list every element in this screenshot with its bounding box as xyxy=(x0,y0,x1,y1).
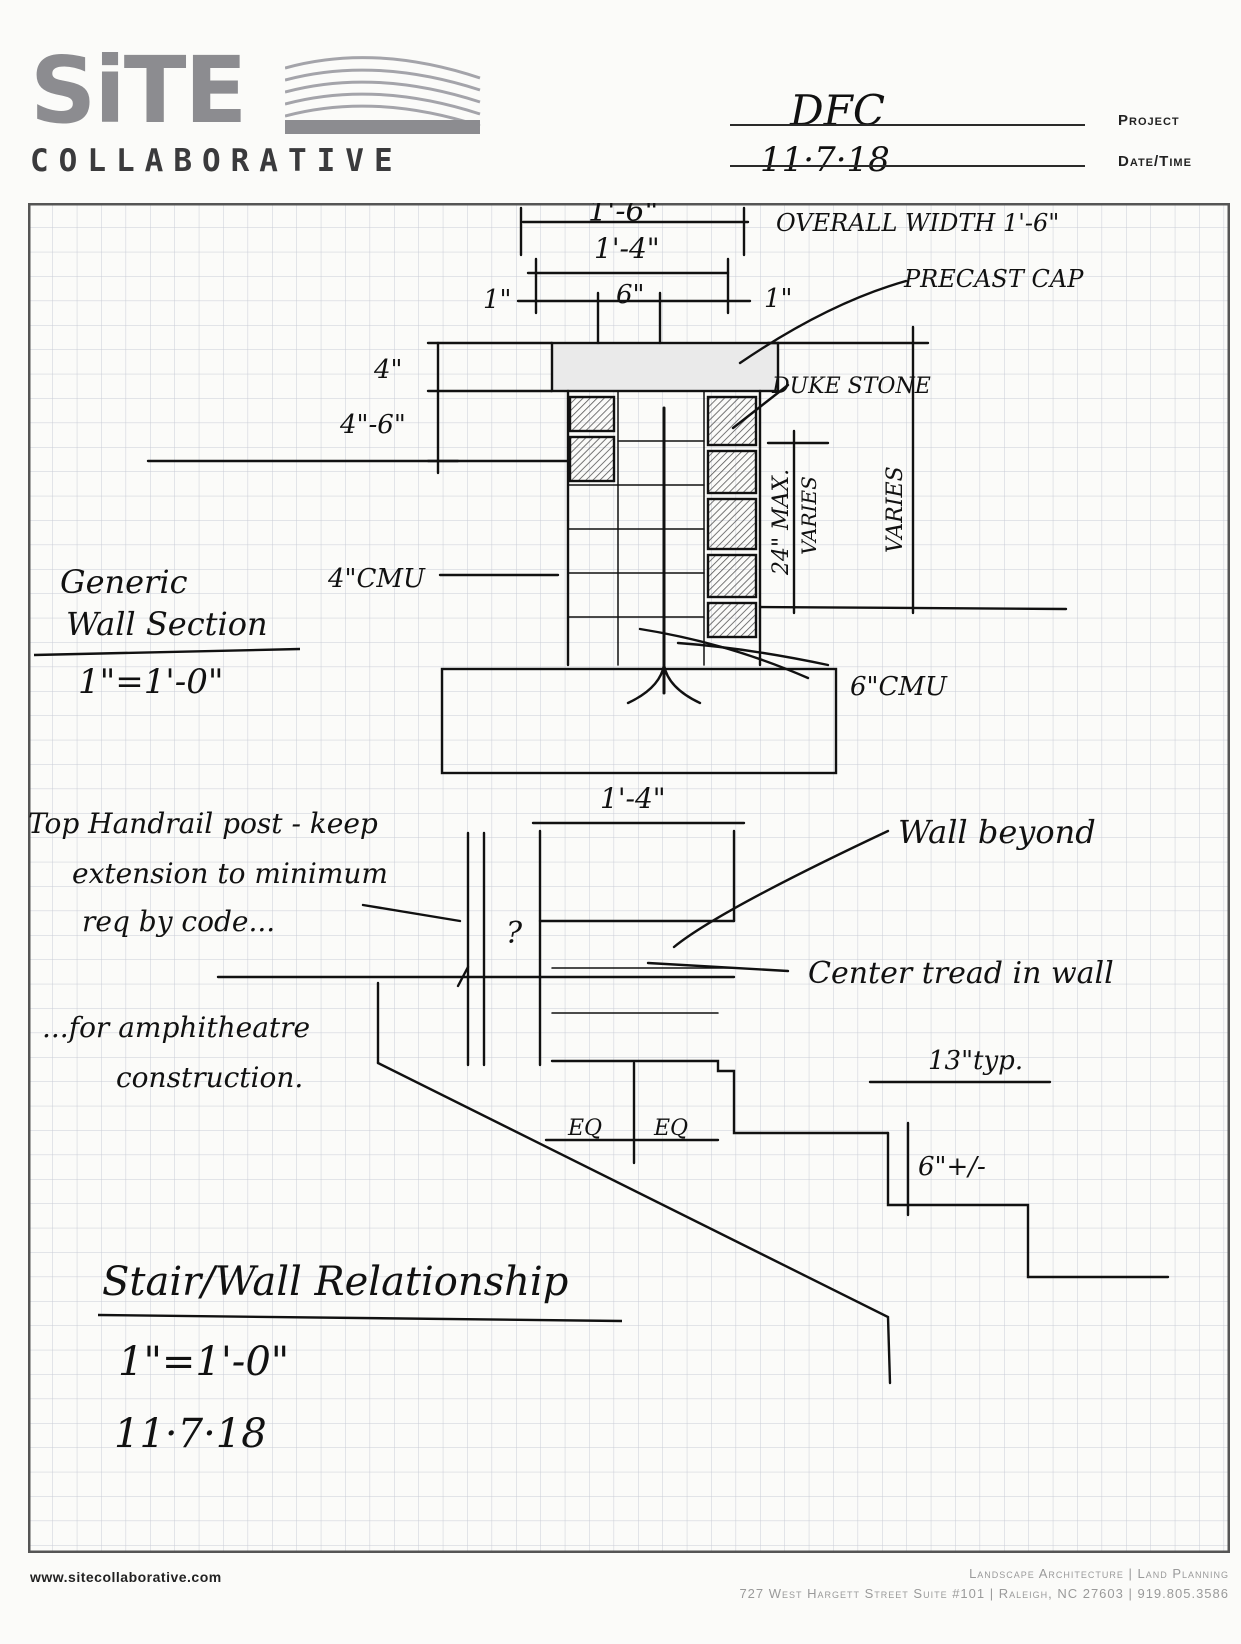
logo-swoosh-icon xyxy=(285,56,481,134)
cmu4-label: 4"CMU xyxy=(327,564,426,594)
stair-wall-title-underline xyxy=(97,1313,623,1323)
left-edge-dim: 1" xyxy=(483,285,512,315)
overall-width-note: OVERALL WIDTH 1'-6" xyxy=(776,209,1059,237)
wall-section-title-underline xyxy=(33,647,301,657)
logo-wordmark: SiTE xyxy=(30,37,247,144)
stair-wall-date: 11·7·18 xyxy=(114,1411,267,1457)
website-url[interactable]: www.sitecollaborative.com xyxy=(30,1569,222,1585)
cap-height-dim-2: 4"-6" xyxy=(339,410,406,440)
right-edge-dim: 1" xyxy=(764,284,793,314)
stair-wall-title: Stair/Wall Relationship xyxy=(102,1259,568,1305)
center-tread-note: Center tread in wall xyxy=(808,956,1114,991)
grid-paper xyxy=(28,203,1230,1553)
handrail-note-1: Top Handrail post - keep xyxy=(28,807,378,840)
title-header: SiTE COLLABORATIVE DFC Project 11·7·18 D… xyxy=(0,0,1241,205)
wall-section-scale: 1"=1'-0" xyxy=(78,662,224,702)
eq-dim-1: EQ xyxy=(567,1116,602,1141)
stair-inner-dim: 1'-4" xyxy=(600,782,666,815)
logo-subword: COLLABORATIVE xyxy=(30,143,403,179)
wall-section-title-1: Generic xyxy=(60,563,188,601)
overall-dim-label: 1'-6" xyxy=(588,203,658,229)
wall-section-drawing xyxy=(146,206,1068,775)
handrail-note-3: req by code... xyxy=(82,905,275,938)
wall-beyond-note: Wall beyond xyxy=(898,813,1096,851)
date-label: Date/Time xyxy=(1118,153,1192,170)
precast-cap-label: PRECAST CAP xyxy=(903,265,1084,293)
duke-stone-label: DUKE STONE xyxy=(771,374,931,399)
date-value: 11·7·18 xyxy=(760,140,890,180)
wall-section-title-2: Wall Section xyxy=(66,605,268,643)
date-field-line xyxy=(730,165,1085,167)
center-dim: 6" xyxy=(616,280,645,310)
stair-wall-scale: 1"=1'-0" xyxy=(118,1339,289,1385)
services-line: Landscape Architecture | Land Planning xyxy=(969,1566,1229,1581)
riser-dim: 6"+/- xyxy=(918,1152,986,1182)
varies-dim: VARIES xyxy=(797,476,821,555)
amphi-note-1: ...for amphitheatre xyxy=(42,1011,310,1044)
project-label: Project xyxy=(1118,112,1180,129)
tread-dim: 13"typ. xyxy=(928,1046,1023,1076)
handrail-note-2: extension to minimum xyxy=(72,857,388,890)
eq-dim-2: EQ xyxy=(653,1116,688,1141)
address-line: 727 West Hargett Street Suite #101 | Ral… xyxy=(739,1586,1229,1601)
amphi-note-2: construction. xyxy=(116,1061,303,1094)
sheet-frame xyxy=(28,203,1230,1553)
project-field-line xyxy=(730,124,1085,126)
cap-height-dim: 4" xyxy=(373,355,403,385)
cmu6-label: 6"CMU xyxy=(850,672,948,702)
varies-right-dim: VARIES xyxy=(883,466,908,553)
max-height-dim: 24" MAX. xyxy=(769,469,794,576)
stair-wall-drawing xyxy=(216,821,1170,1385)
project-value: DFC xyxy=(790,86,885,135)
sketch-sheet: 1'-6" OVERALL WIDTH 1'-6" 1'-4" 1" 6" 1"… xyxy=(28,203,1230,1553)
handrail-question: ? xyxy=(506,916,523,951)
inner-width-dim: 1'-4" xyxy=(594,232,660,265)
